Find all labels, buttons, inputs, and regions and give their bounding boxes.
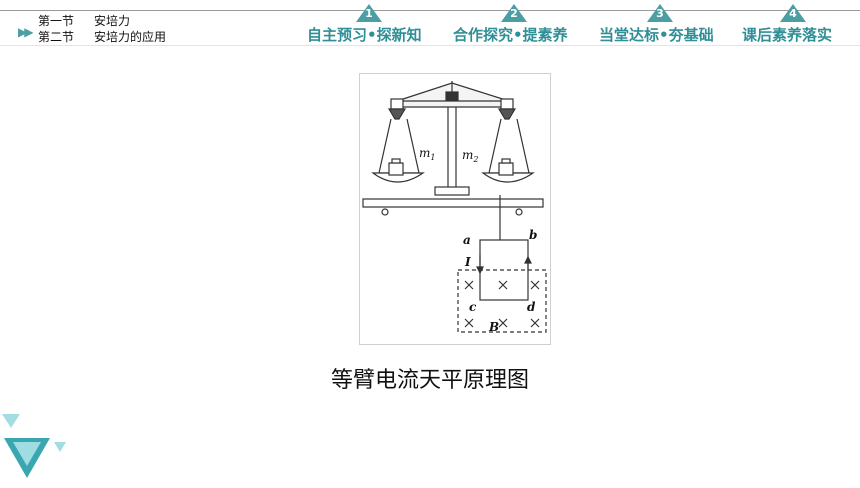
label-a: a bbox=[463, 233, 471, 247]
tab-2-badge: 2 bbox=[501, 4, 527, 22]
label-b: b bbox=[529, 228, 537, 242]
label-m2: m2 bbox=[462, 148, 478, 164]
section-number: 第一节 bbox=[38, 14, 75, 28]
play-arrow-icon[interactable]: ▶▶ bbox=[18, 25, 34, 39]
field-cross-marks bbox=[464, 280, 540, 328]
current-balance-diagram: m1 m2 a b I c d B bbox=[359, 73, 551, 345]
section-title: 安培力 bbox=[94, 14, 131, 28]
tab-4-badge: 4 bbox=[780, 4, 806, 22]
label-current-I: I bbox=[464, 255, 471, 269]
tab-preview[interactable]: 自主预习•探新知 bbox=[307, 26, 422, 44]
header-bar: ▶▶ 第一节 安培力 第二节 安培力的应用 1 自主预习•探新知 2 合作探究•提素… bbox=[0, 0, 860, 46]
tab-homework[interactable]: 课后素养落实 bbox=[742, 26, 833, 44]
tab-explore[interactable]: 合作探究•提素养 bbox=[453, 26, 568, 44]
label-B: B bbox=[488, 320, 499, 334]
label-d: d bbox=[527, 300, 536, 314]
label-m1: m1 bbox=[419, 146, 435, 162]
tab-3-badge: 3 bbox=[647, 4, 673, 22]
section-number: 第二节 bbox=[38, 30, 75, 44]
section-2-link[interactable]: 第二节 安培力的应用 bbox=[38, 28, 166, 45]
section-title: 安培力的应用 bbox=[94, 30, 167, 44]
tab-1-badge: 1 bbox=[356, 4, 382, 22]
tab-practice[interactable]: 当堂达标•夯基础 bbox=[599, 26, 714, 44]
label-c: c bbox=[469, 300, 477, 314]
figure-caption: 等臂电流天平原理图 bbox=[330, 368, 529, 393]
decorative-triangles bbox=[0, 408, 80, 488]
header-top-rule bbox=[0, 10, 860, 11]
header-bottom-rule bbox=[0, 45, 860, 46]
section-1-link[interactable]: 第一节 安培力 bbox=[38, 12, 130, 29]
